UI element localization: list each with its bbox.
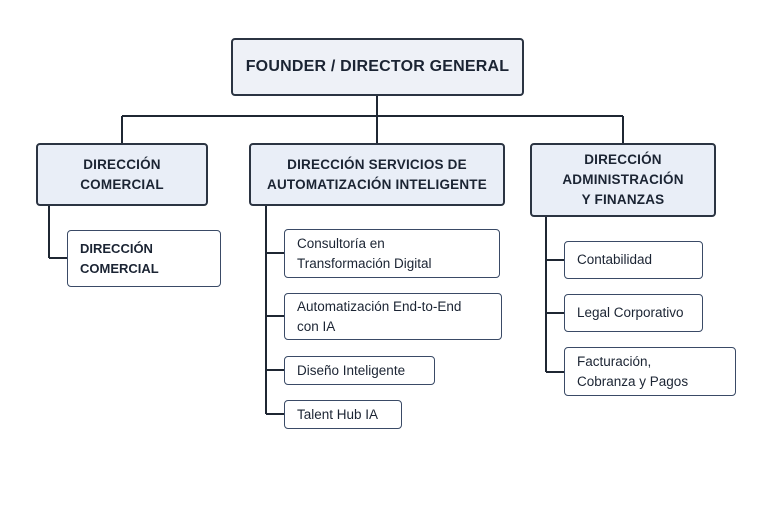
talent-hub-label: Talent Hub IA [297, 406, 379, 422]
diseno-inteligente-label: Diseño Inteligente [297, 362, 406, 378]
consultoria-box: Consultoría en Transformación Digital [284, 229, 500, 278]
contabilidad-label: Contabilidad [577, 252, 653, 267]
direccion-administracion-label: DIRECCIÓN ADMINISTRACIÓN Y FINANZAS [562, 152, 684, 207]
diseno-inteligente-box: Diseño Inteligente [284, 356, 435, 385]
direccion-comercial-box: DIRECCIÓN COMERCIAL [36, 143, 208, 206]
talent-hub-box: Talent Hub IA [284, 400, 402, 429]
facturacion-box: Facturación, Cobranza y Pagos [564, 347, 736, 396]
contabilidad-box: Contabilidad [564, 241, 703, 279]
founder-director-general-box: FOUNDER / DIRECTOR GENERAL [231, 38, 524, 96]
legal-corporativo-label: Legal Corporativo [577, 305, 684, 320]
legal-corporativo-box: Legal Corporativo [564, 294, 703, 332]
facturacion-label: Facturación, Cobranza y Pagos [577, 353, 689, 389]
direccion-servicios-box: DIRECCIÓN SERVICIOS DE AUTOMATIZACIÓN IN… [249, 143, 505, 206]
direccion-servicios-label: DIRECCIÓN SERVICIOS DE AUTOMATIZACIÓN IN… [267, 156, 487, 192]
sub-direccion-comercial-box: DIRECCIÓN COMERCIAL [67, 230, 221, 287]
automatizacion-label: Automatización End-to-End con IA [297, 298, 462, 334]
consultoria-label: Consultoría en Transformación Digital [297, 235, 432, 271]
direccion-administracion-box: DIRECCIÓN ADMINISTRACIÓN Y FINANZAS [530, 143, 716, 217]
sub-direccion-comercial-label: DIRECCIÓN COMERCIAL [80, 240, 159, 276]
direccion-comercial-label: DIRECCIÓN COMERCIAL [80, 156, 164, 192]
automatizacion-box: Automatización End-to-End con IA [284, 293, 502, 340]
founder-label: FOUNDER / DIRECTOR GENERAL [245, 58, 510, 75]
